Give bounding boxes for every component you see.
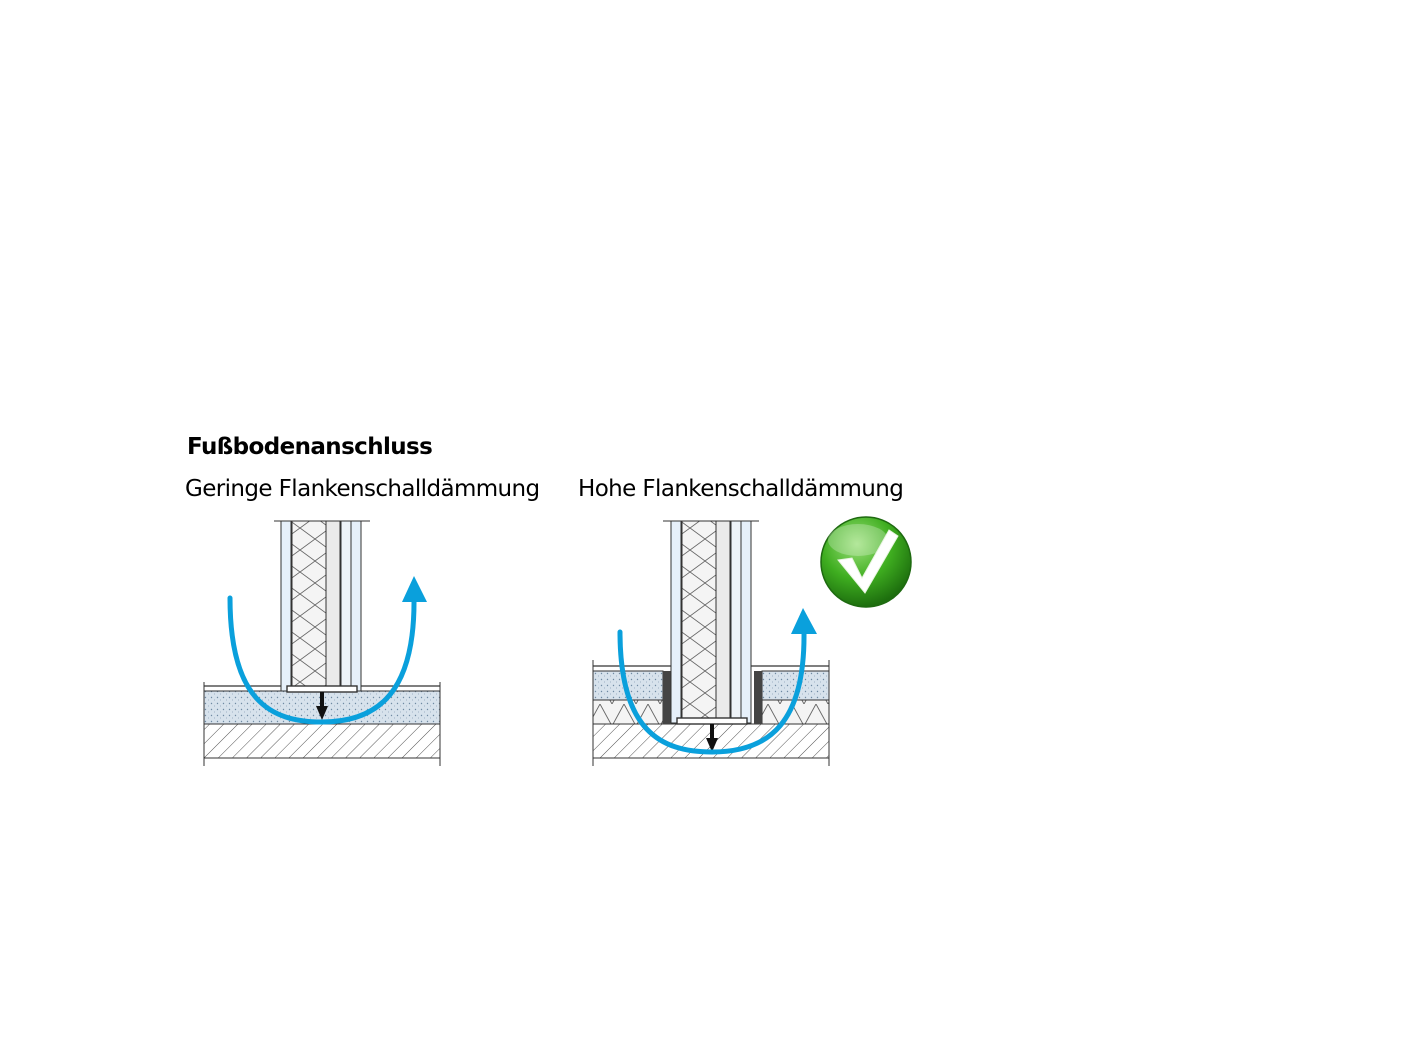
caption-low-flanking: Geringe Flankenschalldämmung: [185, 476, 540, 502]
impact-insulation-left: [592, 699, 664, 725]
drywall-wall: [274, 520, 370, 720]
drywall-wall: [663, 520, 759, 752]
caption-high-flanking: Hohe Flankenschalldämmung: [578, 476, 904, 502]
diagram-title: Fußbodenanschluss: [187, 434, 433, 460]
insulation-core: [681, 520, 717, 724]
green-checkmark-icon: [820, 516, 912, 608]
flanking-sound-arrow-icon: [227, 576, 427, 725]
panel-high-flanking: [592, 516, 912, 766]
edge-strip-left: [663, 671, 671, 724]
edge-strip-right: [754, 671, 762, 724]
insulation-core: [291, 520, 327, 692]
concrete-slab: [203, 723, 441, 759]
flanking-sound-arrow-icon: [617, 608, 817, 755]
panel-low-flanking: [203, 520, 441, 766]
